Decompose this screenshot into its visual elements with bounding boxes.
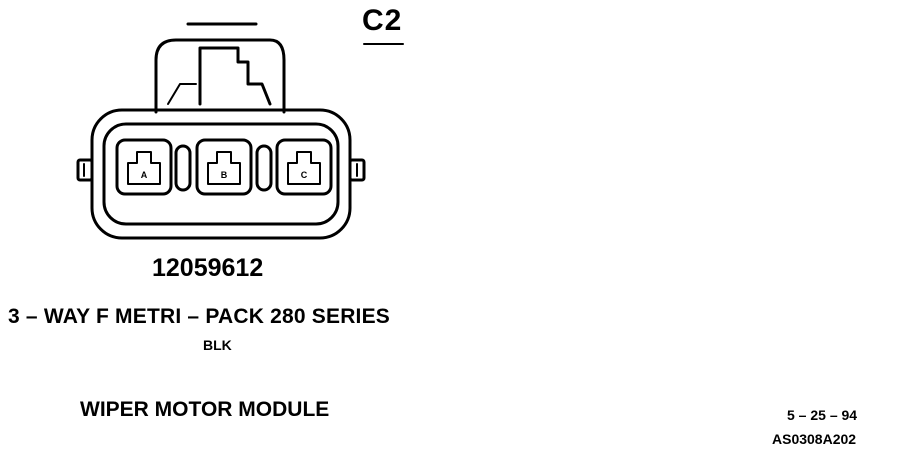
terminal-b [207,151,241,185]
part-number: 12059612 [152,254,264,282]
terminal-a [127,151,161,185]
terminal-label-b: B [221,170,228,180]
wire-color: BLK [203,337,232,353]
terminal-label-a: A [141,170,148,180]
terminal-c [287,151,321,185]
terminal-label-c: C [301,170,308,180]
module-name: WIPER MOTOR MODULE [80,398,330,421]
terminal-cavity-c [275,138,333,196]
connector-description: 3 – WAY F METRI – PACK 280 SERIES [8,305,391,328]
lock-housing [154,38,286,114]
lock-latch-inner [167,83,197,105]
terminal-cavity-b [195,138,253,196]
cavity-separator-2 [255,144,273,192]
lock-latch [198,46,272,106]
right-side-tab [348,158,366,182]
connector-face [102,122,340,226]
connector-id: C2 [362,4,403,37]
diagram-date: 5 – 25 – 94 [787,407,858,423]
diagram-code: AS0308A202 [772,431,857,447]
left-side-tab [76,158,94,182]
cavity-separator-1 [174,144,192,192]
terminal-cavity-a [115,138,173,196]
